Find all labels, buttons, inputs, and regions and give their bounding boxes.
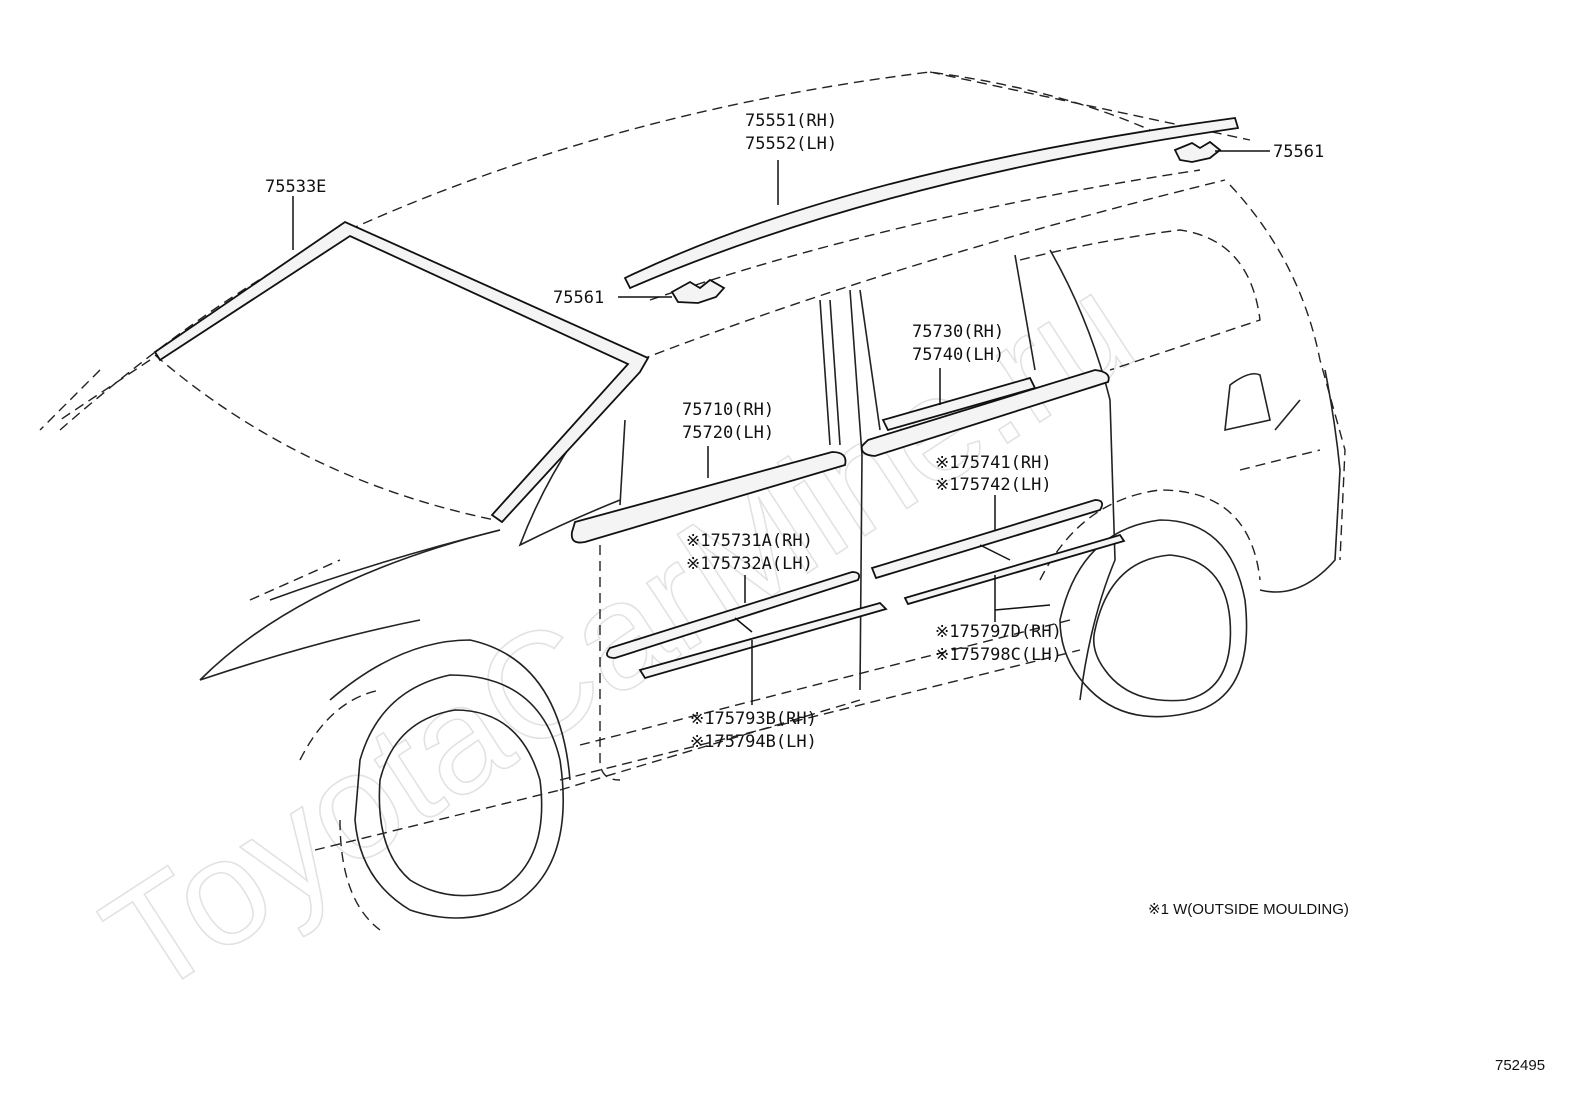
label-75794B-lh: ※175794B(LH)	[690, 732, 817, 752]
label-75731A-rh: ※175731A(RH)	[686, 531, 813, 551]
label-75797D-rh: ※175797D(RH)	[935, 622, 1062, 642]
label-75720-lh: 75720(LH)	[682, 423, 774, 443]
label-75740-lh: 75740(LH)	[912, 345, 1004, 365]
rear-belt-moulding	[860, 369, 1110, 457]
label-75742-lh: ※175742(LH)	[935, 475, 1052, 495]
leader-lines	[292, 150, 1270, 705]
label-75561-rear: 75561	[1273, 142, 1324, 162]
roof-clip-rear	[1173, 140, 1222, 163]
rear-lower-moulding	[903, 533, 1126, 606]
car-outline	[39, 71, 1346, 931]
label-75732A-lh: ※175732A(LH)	[686, 554, 813, 574]
label-75533E: 75533E	[265, 177, 326, 197]
label-75793B-rh: ※175793B(RH)	[690, 709, 817, 729]
label-75730-rh: 75730(RH)	[912, 322, 1004, 342]
front-belt-moulding	[570, 451, 847, 544]
roof-clip-front	[670, 278, 726, 304]
label-75561-front: 75561	[553, 288, 604, 308]
front-lower-moulding	[638, 601, 888, 680]
label-75741-rh: ※175741(RH)	[935, 453, 1052, 473]
rear-belt-upper	[881, 376, 1037, 432]
rear-body-moulding	[870, 499, 1104, 580]
roof-rail-moulding	[623, 117, 1240, 290]
windshield-moulding	[153, 220, 650, 524]
footnote: ※1 W(OUTSIDE MOULDING)	[1148, 901, 1349, 918]
label-75552-lh: 75552(LH)	[745, 134, 837, 154]
label-75551-rh: 75551(RH)	[745, 111, 837, 131]
label-75710-rh: 75710(RH)	[682, 400, 774, 420]
label-75798C-lh: ※175798C(LH)	[935, 645, 1062, 665]
front-body-moulding	[606, 571, 861, 659]
figure-code: 752495	[1495, 1057, 1545, 1074]
